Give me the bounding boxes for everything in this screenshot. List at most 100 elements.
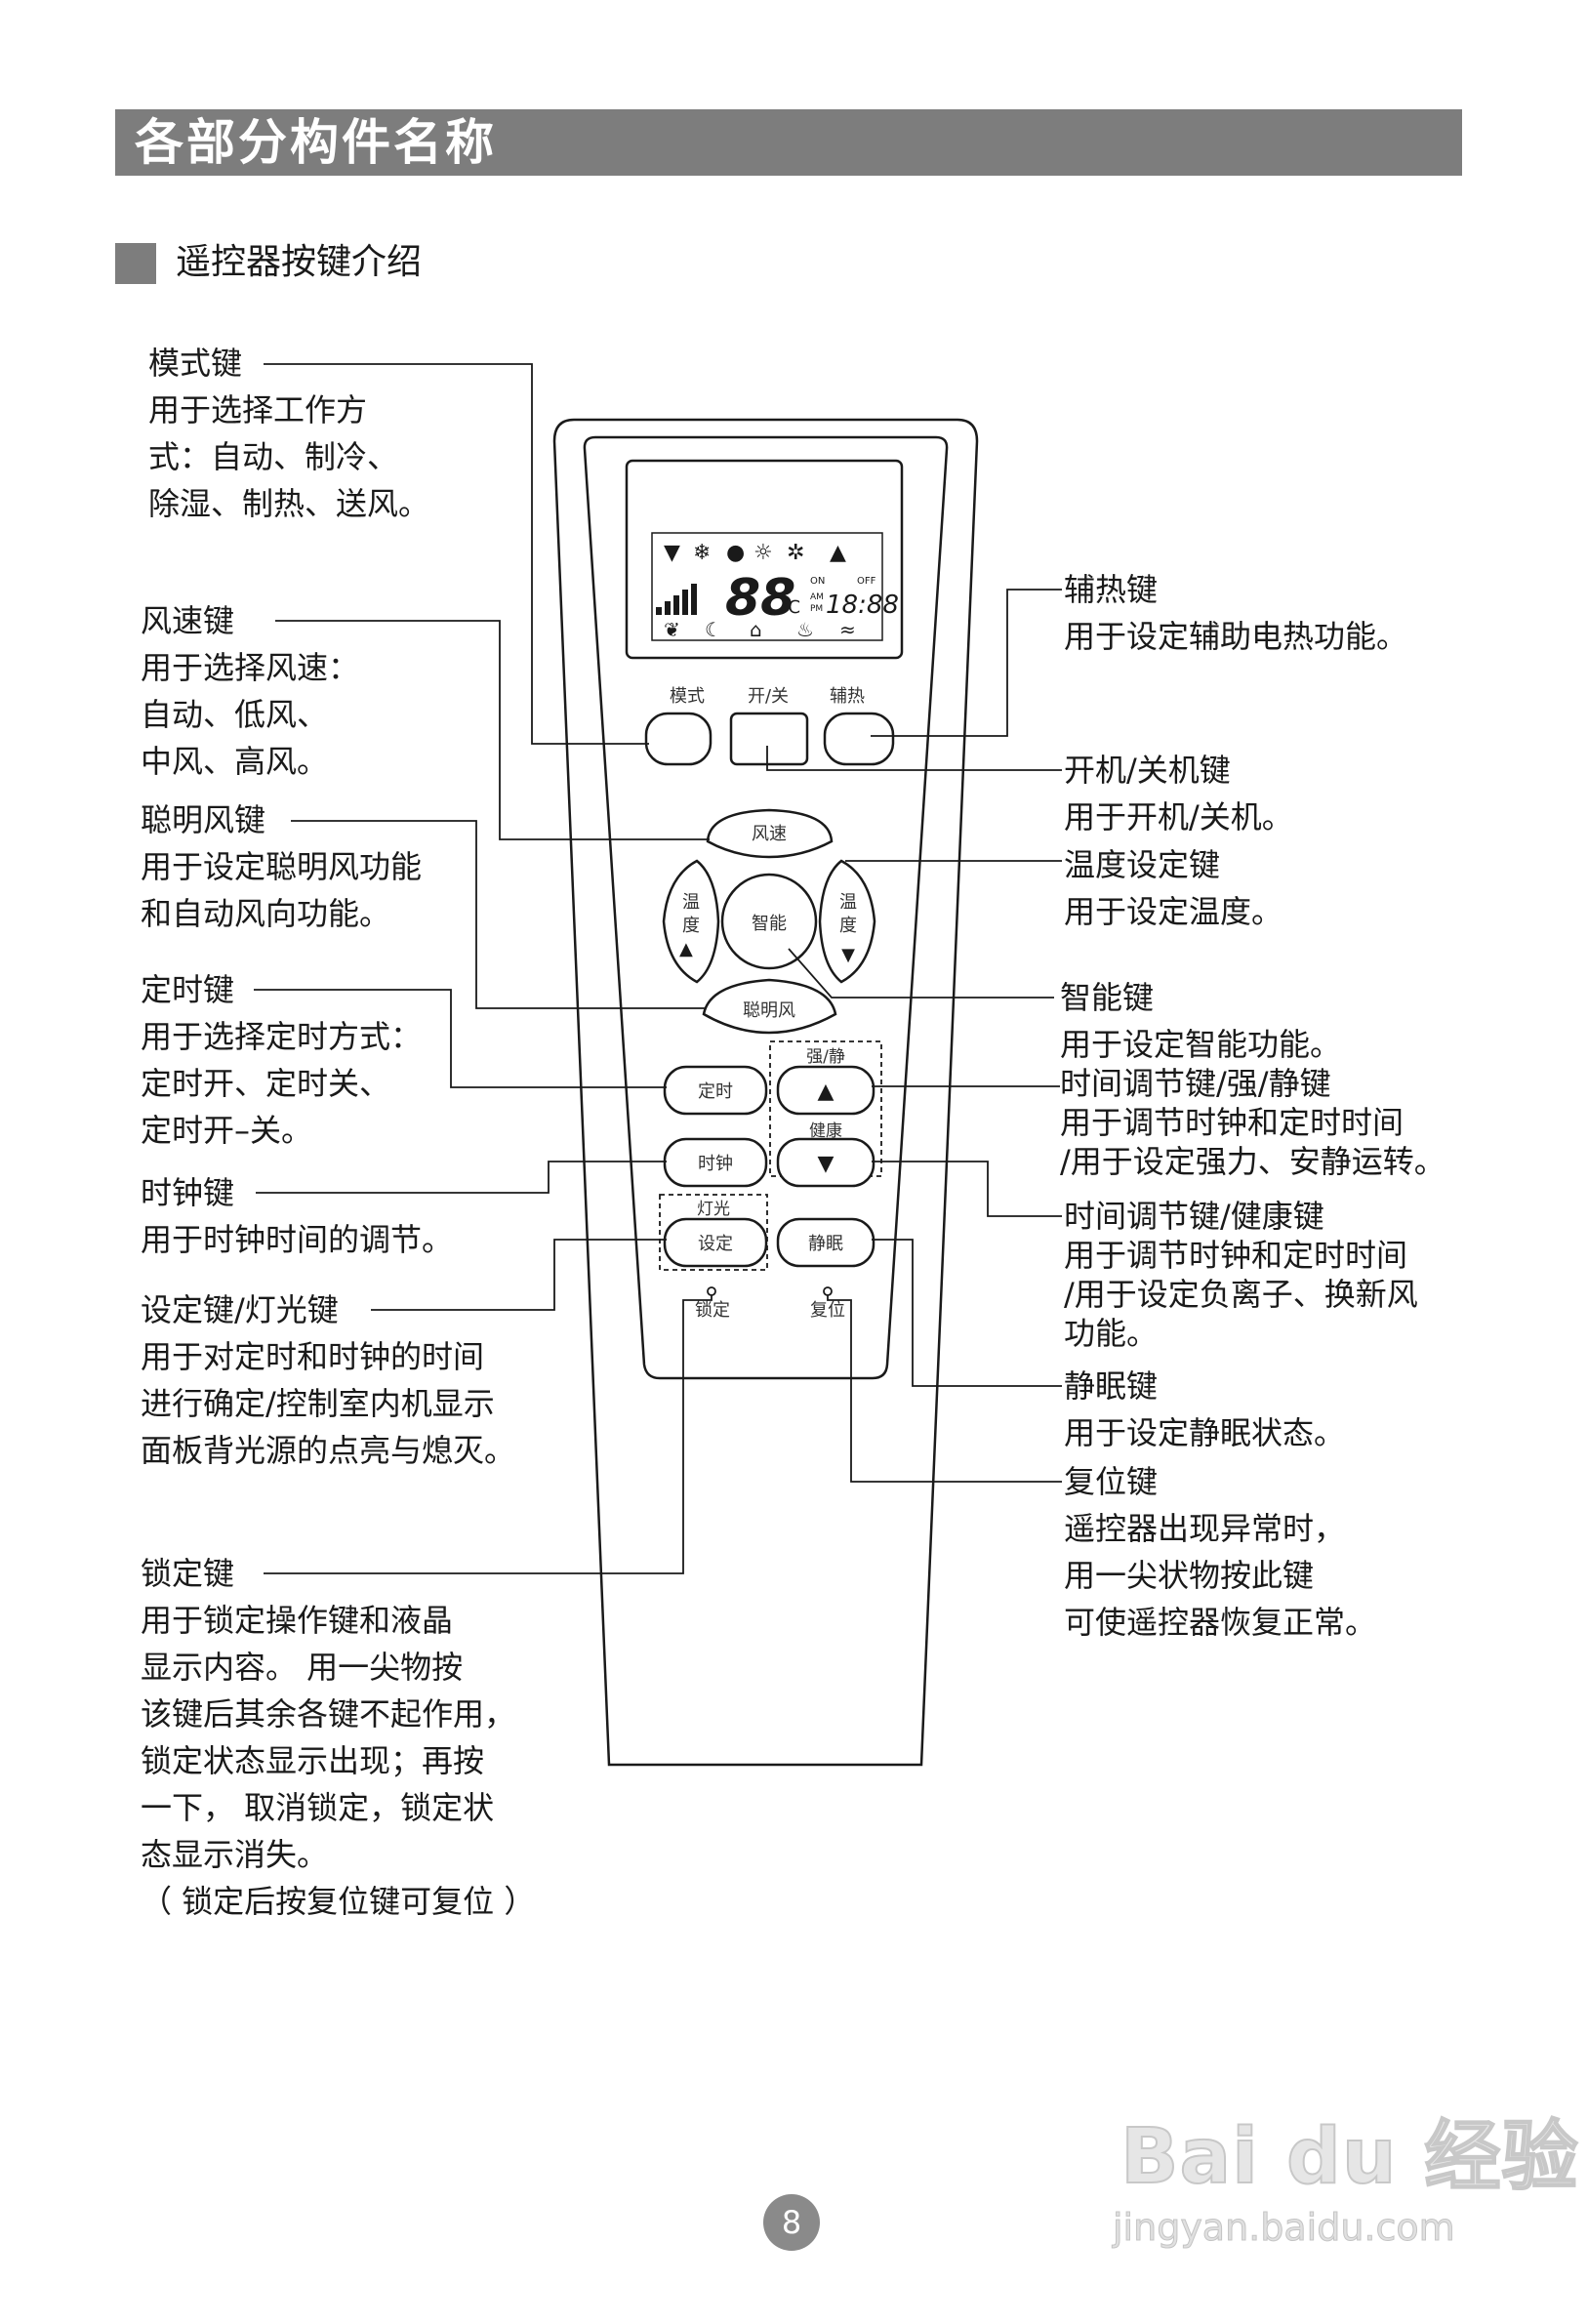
clock-button[interactable] <box>663 1137 768 1188</box>
lock-caption: 锁定 <box>695 1300 730 1321</box>
page-title: 各部分构件名称 <box>135 114 497 171</box>
light-set-dashed-group <box>659 1194 768 1271</box>
time-health-key-label: 时间调节键/健康键 用于调节时钟和定时时间 /用于设定负离子、换新风 功能。 <box>1064 1198 1418 1352</box>
clock-leader <box>256 1161 667 1194</box>
cool-mode-icon: ❄ <box>693 541 711 565</box>
temp-down-button[interactable] <box>818 859 876 984</box>
health-caption: 健康 <box>809 1121 842 1141</box>
set-light-key-label: 设定键/灯光键 用于对定时和时钟的时间 进行确定/控制室内机显示 面板背光源的点… <box>141 1291 516 1469</box>
aux-heat-key-label: 辅热键 用于设定辅助电热功能。 <box>1064 571 1408 655</box>
lcd-off-label: OFF <box>857 576 876 587</box>
power-caption: 开/关 <box>748 686 789 707</box>
dry-mode-icon: ● <box>726 541 745 565</box>
fan-mode-icon: ✲ <box>787 541 804 565</box>
timer-caption: 定时 <box>698 1081 733 1102</box>
leader-lines <box>254 363 1062 1574</box>
temp-left-caption-1: 温 <box>682 892 700 913</box>
button-captions: 模式 开/关 辅热 <box>670 686 865 707</box>
temp-right-caption-1: 温 <box>839 892 857 913</box>
lock-leader <box>264 1295 713 1574</box>
watermark-logo: Bai du 经验 <box>1120 2113 1579 2201</box>
lcd-clock-digits: 18:88 <box>826 591 899 620</box>
lock-key-label: 锁定键 用于锁定操作键和液晶 显示内容。 用一尖物按 该键后其余各键不起作用， … <box>141 1555 536 1920</box>
temp-key-label: 温度设定键 用于设定温度。 <box>1064 846 1283 930</box>
time-health-leader <box>872 1161 1062 1217</box>
smart-wind-caption: 聪明风 <box>743 1000 795 1021</box>
auto-mode-icon: ▼ <box>664 541 680 565</box>
smart-wind-button[interactable] <box>702 978 837 1035</box>
reset-pinhole[interactable] <box>823 1286 833 1296</box>
mode-icons-row: ▼ ❄ ● ☼ ✲ ▲ <box>664 541 846 565</box>
clock-caption: 时钟 <box>698 1154 733 1174</box>
temp-right-caption-2: 度 <box>839 916 857 936</box>
fan-speed-leader <box>275 620 710 840</box>
home-icon: ⌂ <box>750 618 762 641</box>
mode-key-label: 模式键 用于选择工作方 式：自动、制冷、 除湿、制热、送风。 <box>148 345 430 522</box>
smart-caption: 智能 <box>752 914 787 934</box>
lcd-am-label: AM <box>810 592 824 602</box>
aux-heat-caption: 辅热 <box>830 686 865 707</box>
sleep-caption: 静眠 <box>808 1234 843 1254</box>
smart-wind-leader <box>291 820 705 1009</box>
fan-level-icon <box>656 584 697 615</box>
smart-key-label: 智能键 用于设定智能功能。 <box>1060 979 1342 1063</box>
swing-icon: ≈ <box>839 618 856 641</box>
sleep-key-label: 静眠键 用于设定静眠状态。 <box>1064 1367 1346 1451</box>
fan-speed-key-label: 风速键 用于选择风速： 自动、低风、 中风、高风。 <box>141 602 360 780</box>
temp-up-arrow-icon: ▲ <box>679 939 693 959</box>
lcd-temperature-digits: 88 <box>725 569 795 628</box>
reset-caption: 复位 <box>810 1300 845 1321</box>
light-caption: 灯光 <box>697 1200 730 1219</box>
lcd-pm-label: PM <box>810 604 823 614</box>
heat-mode-icon: ☼ <box>753 541 773 565</box>
time-down-arrow-icon: ▼ <box>818 1152 835 1176</box>
fan-speed-button[interactable] <box>706 808 834 859</box>
sleep-leader <box>872 1239 1062 1387</box>
smart-button[interactable] <box>720 873 818 970</box>
temp-left-caption-2: 度 <box>682 916 700 936</box>
mode-caption: 模式 <box>670 686 705 707</box>
sleep-button[interactable] <box>776 1217 875 1268</box>
reset-leader <box>827 1295 1062 1483</box>
strong-quiet-caption: 强/静 <box>806 1047 845 1067</box>
lcd-panel: ▼ ❄ ● ☼ ✲ ▲ 88 ℃ ON OFF AM PM 18:88 ❦ ☾ … <box>625 459 904 660</box>
page-number-badge: 8 <box>763 2194 820 2251</box>
heater-icon: ♨ <box>796 618 814 641</box>
power-leader <box>766 746 1062 771</box>
set-light-leader <box>371 1239 667 1311</box>
health-mode-icon: ▲ <box>830 541 846 565</box>
sleep-moon-icon: ☾ <box>705 618 722 641</box>
time-up-strong-button[interactable] <box>776 1065 875 1116</box>
timer-leader <box>254 989 667 1088</box>
power-key-label: 开机/关机键 用于开机/关机。 <box>1064 752 1293 836</box>
fan-speed-caption: 风速 <box>752 824 787 844</box>
time-strong-key-label: 时间调节键/强/静键 用于调节时钟和定时时间 /用于设定强力、安静运转。 <box>1060 1065 1445 1180</box>
lcd-bottom-icons: ❦ ☾ ⌂ ♨ ≈ <box>664 618 856 641</box>
time-up-arrow-icon: ▲ <box>818 1080 835 1104</box>
mode-leader <box>264 363 649 745</box>
smart-leader <box>788 948 1054 999</box>
temp-up-button[interactable] <box>662 859 720 984</box>
lock-pinhole[interactable] <box>707 1286 716 1296</box>
set-button[interactable] <box>663 1217 768 1268</box>
clock-key-label: 时钟键 用于时钟时间的调节。 <box>141 1174 454 1258</box>
lcd-temperature-unit: ℃ <box>781 597 800 618</box>
set-caption: 设定 <box>698 1234 733 1254</box>
smart-wind-key-label: 聪明风键 用于设定聪明风功能 和自动风向功能。 <box>141 801 423 932</box>
timer-key-label: 定时键 用于选择定时方式： 定时开、定时关、 定时开–关。 <box>141 971 423 1149</box>
lcd-on-label: ON <box>810 576 825 587</box>
mode-button[interactable] <box>644 712 713 766</box>
watermark-url: jingyan.baidu.com <box>1113 2206 1456 2250</box>
section-title: 遥控器按键介绍 <box>176 242 423 282</box>
time-down-health-button[interactable] <box>776 1137 875 1188</box>
aux-heat-button[interactable] <box>823 712 895 766</box>
header-bar <box>115 109 1462 176</box>
aux-heat-leader <box>871 589 1062 737</box>
timer-button[interactable] <box>663 1065 768 1116</box>
reset-key-label: 复位键 遥控器出现异常时， 用一尖状物按此键 可使遥控器恢复正常。 <box>1064 1463 1377 1641</box>
section-marker <box>115 243 156 284</box>
power-button[interactable] <box>729 712 809 766</box>
leaf-icon: ❦ <box>664 618 680 641</box>
temp-down-arrow-icon: ▼ <box>841 945 855 965</box>
